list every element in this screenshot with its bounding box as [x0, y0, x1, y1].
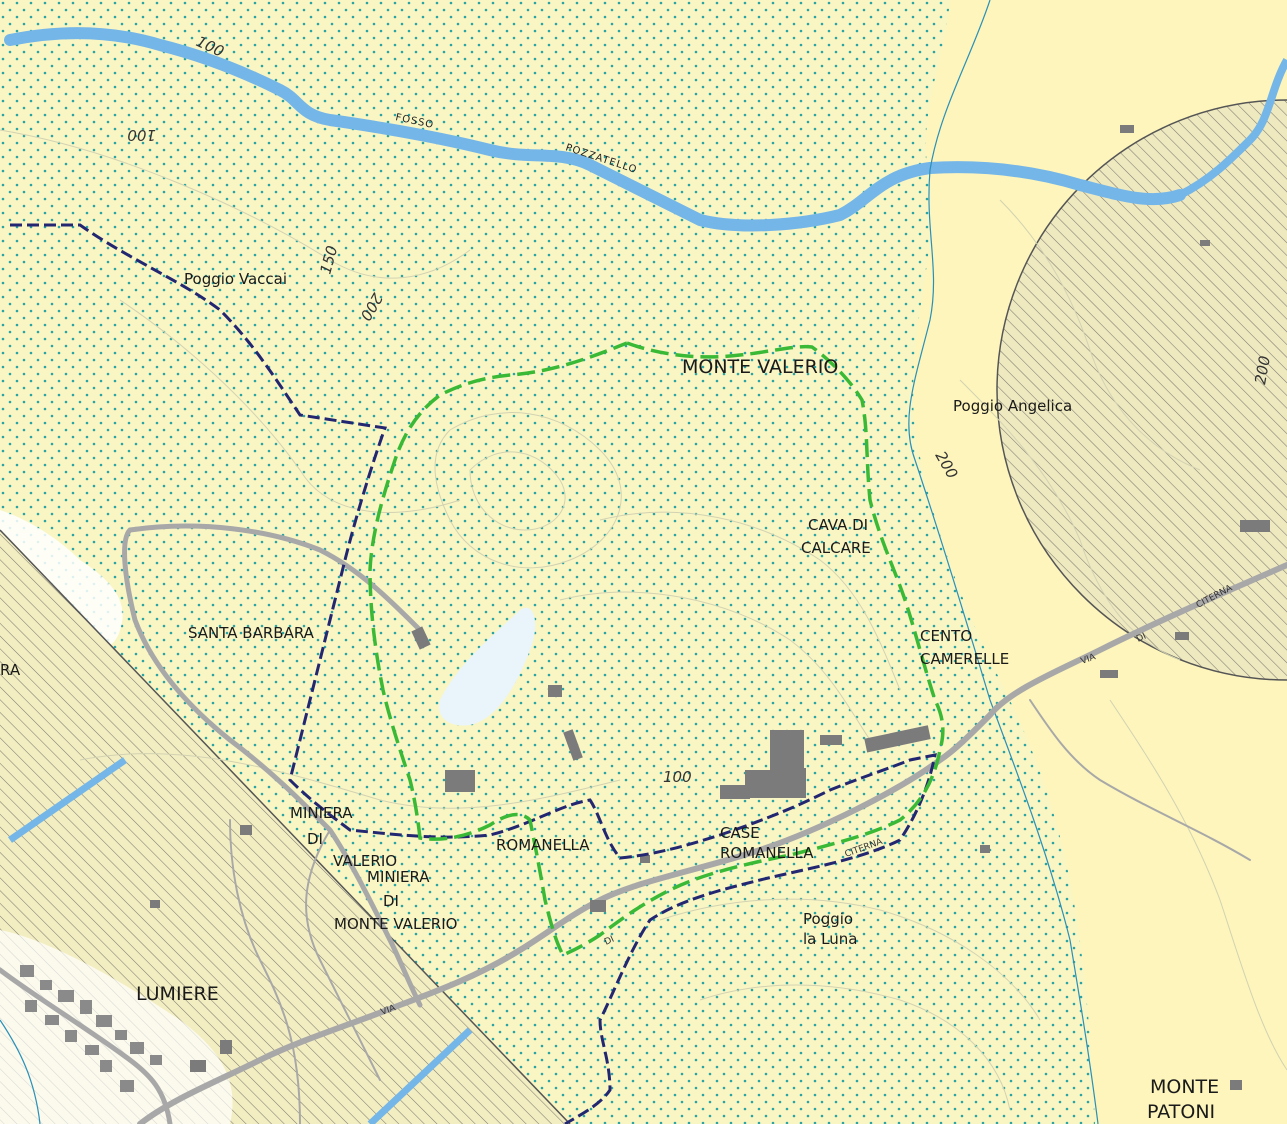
- place-label-cava-di-calcare-1: CAVA DI: [808, 516, 868, 534]
- place-label-poggio-angelica: Poggio Angelica: [953, 397, 1072, 415]
- river-fosso-pozzatello: [4, 27, 1186, 232]
- place-label-cento-camerelle-2: CAMERELLE: [920, 650, 1009, 668]
- road-label-di-south: DI: [603, 935, 616, 948]
- road-local-3: [1029, 699, 1251, 861]
- canal-west: [8, 757, 127, 843]
- river-northeast-tributary: [1178, 58, 1287, 199]
- contour-label-100-left: 100: [127, 126, 156, 144]
- boundary-blue-dashed: [10, 223, 937, 1124]
- place-label-miniera-di-valerio-3: VALERIO: [333, 852, 397, 870]
- hatched-zone-northeast-boundary: [996, 99, 1287, 681]
- place-label-poggio-la-luna-2: la Luna: [803, 930, 857, 948]
- road-local-1: [305, 829, 381, 1081]
- place-label-poggio-vaccai: Poggio Vaccai: [184, 270, 287, 288]
- roads: [0, 523, 1287, 1124]
- place-label-monte-valerio: MONTE VALERIO: [682, 356, 838, 378]
- stream-east: [908, 0, 1099, 1124]
- place-label-miniera-mv-2: DI: [383, 892, 399, 910]
- place-label-santa-barbara: SANTA BARBARA: [188, 624, 315, 642]
- place-label-romanella: ROMANELLA: [496, 836, 590, 854]
- contour-label-100-center: 100: [663, 768, 692, 786]
- road-santa-barbara: [122, 523, 423, 1008]
- buildings: [150, 125, 1270, 1090]
- place-label-ra: RA: [0, 661, 21, 679]
- place-label-monte-patoni-1: MONTE: [1150, 1076, 1219, 1098]
- place-label-miniera-mv-3: MONTE VALERIO: [334, 915, 457, 933]
- place-label-monte-patoni-2: PATONI: [1147, 1101, 1215, 1123]
- place-label-cento-camerelle-1: CENTO: [920, 627, 972, 645]
- town-lumiere-area: [0, 930, 233, 1124]
- place-label-miniera-di-valerio-1: MINIERA: [290, 804, 353, 822]
- contour-label-200-far-right: 200: [1251, 354, 1274, 385]
- road-label-di: DI: [1135, 632, 1148, 645]
- town-lumiere-buildings: [20, 965, 162, 1092]
- hatched-zone-boundary: [0, 529, 571, 1124]
- place-label-lumiere: LUMIERE: [136, 983, 219, 1005]
- canal-south: [367, 1027, 473, 1124]
- pond-area-center: [439, 607, 536, 726]
- place-label-poggio-la-luna-1: Poggio: [803, 910, 853, 928]
- place-label-case-romanella-1: CASE: [720, 824, 760, 842]
- place-label-case-romanella-2: ROMANELLA: [720, 844, 814, 862]
- place-label-cava-di-calcare-2: CALCARE: [801, 539, 871, 557]
- road-lumiere: [0, 967, 173, 1124]
- boundary-green-dashed: [368, 341, 945, 958]
- stream-southwest: [0, 1019, 41, 1124]
- place-label-miniera-mv-1: MINIERA: [367, 868, 430, 886]
- place-label-miniera-di-valerio-2: DI: [307, 830, 323, 848]
- road-local-2: [229, 819, 301, 1124]
- contour-lines: [0, 129, 1287, 1111]
- via-di-citerna: [137, 562, 1287, 1124]
